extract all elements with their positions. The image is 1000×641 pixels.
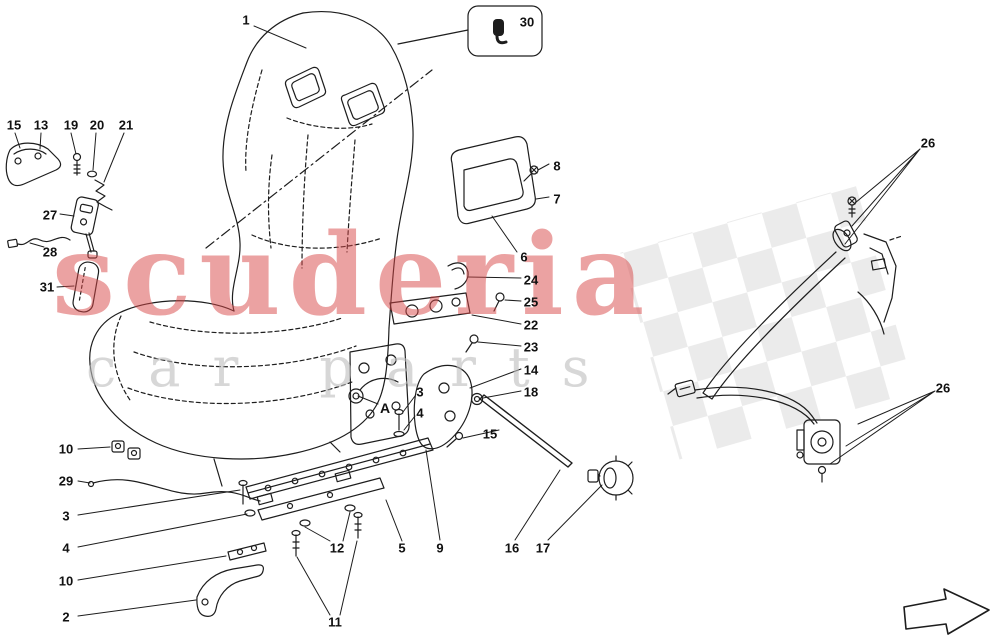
- callout-16: 16: [504, 540, 520, 556]
- callout-19: 19: [63, 117, 79, 133]
- callout-24: 24: [523, 272, 539, 288]
- callout-4: 4: [416, 405, 424, 421]
- callout-11: 11: [328, 614, 342, 630]
- seat-rails: [227, 437, 434, 561]
- belt-tongue: [674, 379, 696, 398]
- callout-3: 3: [62, 508, 70, 524]
- callout-28: 28: [42, 244, 58, 260]
- callout-31: 31: [39, 279, 55, 295]
- callout-7: 7: [553, 191, 561, 207]
- checkered-flag-watermark: [620, 185, 916, 460]
- clip-detail-box: [397, 5, 543, 57]
- harness-holes: [284, 66, 386, 127]
- floor-bracket: [196, 564, 264, 617]
- rail-clips: [87, 440, 261, 502]
- callout-23: 23: [523, 339, 539, 355]
- leader-lines: [14, 25, 936, 617]
- callout-27: 27: [42, 207, 58, 223]
- callout-26: 26: [935, 380, 951, 396]
- callout-10: 10: [58, 441, 74, 457]
- headrest-trim-rings: [450, 136, 539, 225]
- callout-9: 9: [436, 540, 444, 556]
- callout-18: 18: [523, 384, 539, 400]
- callout-14: 14: [523, 362, 539, 378]
- callout-25: 25: [523, 294, 539, 310]
- callout-15: 15: [482, 426, 498, 442]
- callout-10: 10: [58, 573, 74, 589]
- belt-retractor: [796, 415, 841, 483]
- seatbelt-assembly: [667, 196, 903, 483]
- callout-1: 1: [242, 12, 250, 28]
- spring-icon: [94, 179, 113, 211]
- callout-4: 4: [62, 540, 70, 556]
- callout-22: 22: [523, 317, 539, 333]
- callout-21: 21: [118, 117, 134, 133]
- callout-A: A: [379, 400, 391, 416]
- recliner-brackets: [348, 262, 505, 450]
- callout-30: 30: [519, 14, 535, 30]
- callout-26: 26: [920, 135, 936, 151]
- callout-6: 6: [520, 249, 528, 265]
- clip-icon: [493, 19, 508, 45]
- callout-29: 29: [58, 473, 74, 489]
- callout-12: 12: [329, 540, 345, 556]
- callout-13: 13: [33, 117, 49, 133]
- callout-2: 2: [62, 609, 70, 625]
- wire-harness: [17, 236, 71, 246]
- callout-20: 20: [89, 117, 105, 133]
- body-pillar-sketch: [857, 233, 903, 335]
- side-pad: [72, 261, 100, 313]
- direction-arrow-icon: [903, 588, 990, 635]
- callout-3: 3: [416, 384, 424, 400]
- callout-15: 15: [6, 117, 22, 133]
- seat-back: [205, 11, 433, 329]
- callout-8: 8: [553, 158, 561, 174]
- callout-17: 17: [535, 540, 551, 556]
- belt-buckle: [70, 196, 99, 236]
- adjustment-knob: [587, 455, 634, 501]
- left-hardware: [5, 142, 113, 313]
- callout-5: 5: [398, 540, 406, 556]
- adjustment-rod: [479, 394, 573, 468]
